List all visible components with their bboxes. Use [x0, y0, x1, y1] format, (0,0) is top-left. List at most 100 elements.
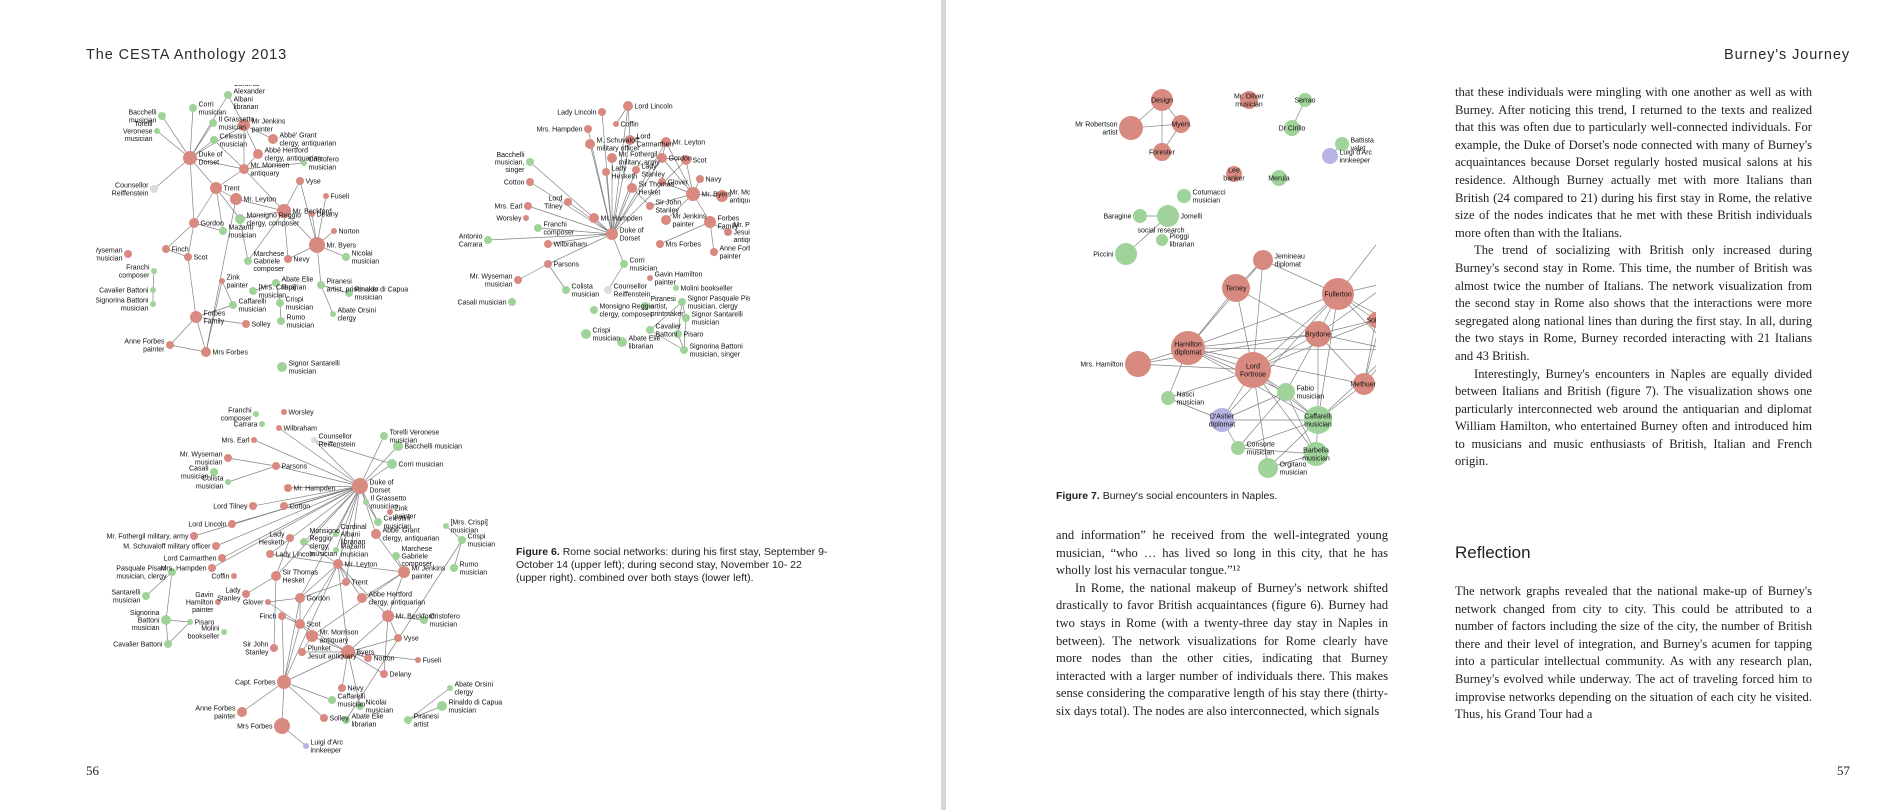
- node-delany: [380, 670, 388, 678]
- node-crispi_m: [443, 523, 449, 529]
- edge-dorset-counsellor: [153, 157, 191, 190]
- col2-paragraph-2: The trend of socializing with British on…: [1455, 243, 1812, 363]
- edge-dorset2-carrara: [487, 233, 613, 241]
- node-celestini: [374, 518, 382, 526]
- label-finch: Finch: [259, 614, 276, 621]
- label-forester: Forester: [1149, 150, 1176, 157]
- edge-trent-monsigno: [215, 187, 241, 220]
- node-fabio: [1277, 383, 1295, 401]
- node-byers2: [686, 187, 700, 201]
- node-wilbraham: [544, 240, 552, 248]
- edge-fullerton-dastier: [1221, 293, 1339, 421]
- node-vyse: [394, 634, 402, 642]
- edge-dorset2-scot2: [611, 159, 687, 235]
- label-schuvaloff: M. Schuvaloff military officer: [123, 544, 211, 551]
- node-dorset2: [606, 228, 618, 240]
- label-worsley: Worsley: [289, 410, 315, 417]
- node-marchese: [392, 552, 400, 560]
- node-consorte: [1231, 441, 1245, 455]
- edge-thomas_h-stanley_j: [273, 575, 277, 649]
- node-byers: [309, 237, 325, 253]
- edge-forbes_f-caffarelli: [195, 304, 234, 318]
- label-glover: Glover: [243, 600, 264, 607]
- edge-dorset2-bacchelli2: [529, 161, 613, 235]
- edge-layton-gordon: [299, 563, 339, 599]
- edge-byers-fuseli: [316, 195, 327, 246]
- node-solley: [1368, 312, 1376, 328]
- label-solley: Solley: [252, 322, 272, 329]
- edge-brydone-forbes: [1317, 292, 1376, 335]
- label-methuen: Methuen: [1350, 382, 1376, 389]
- edge-parsons-colista: [227, 465, 277, 483]
- node-plunket: [298, 648, 306, 656]
- node-fothergil: [607, 153, 617, 163]
- node-crispi2: [581, 329, 591, 339]
- node-fullerton: [1322, 278, 1354, 310]
- edge-dorset-torelli: [359, 435, 385, 487]
- node-hampden_m: [208, 564, 216, 572]
- label-trent: Trent: [352, 580, 368, 587]
- node-elie: [342, 716, 350, 724]
- node-caffarelli: [229, 301, 237, 309]
- label-scot: Scot: [307, 622, 321, 629]
- node-zink: [387, 509, 393, 515]
- node-lady_stanley: [632, 166, 640, 174]
- node-orsini: [447, 685, 453, 691]
- edge-trent-gordon: [193, 187, 217, 224]
- label-parsons: Parsons: [282, 464, 308, 471]
- col1-paragraph-1: and information” he received from the we…: [1056, 528, 1388, 578]
- node-anne: [166, 341, 174, 349]
- node-thomas_h: [627, 183, 637, 193]
- node-glover: [265, 599, 271, 605]
- node-lincoln: [228, 520, 236, 528]
- edge-franchi-cavalier: [152, 270, 155, 291]
- edge-forbes_f-mrsforbes: [195, 316, 207, 353]
- label-fuseli: Fuseli: [331, 194, 350, 201]
- edge-crispi-rumo: [453, 539, 463, 569]
- edge-thomas_h-lady_stanley: [245, 575, 277, 595]
- label-fothergil: Mr. Fothergil military, army: [107, 534, 189, 541]
- node-elie: [272, 279, 280, 287]
- edge-byers2-layton2: [665, 141, 694, 195]
- node-grant: [268, 134, 278, 144]
- label-scot2: Scot: [693, 158, 707, 165]
- label-gordon2: Gordon: [669, 156, 692, 163]
- node-fothergil: [190, 532, 198, 540]
- edge-dorset2-parsons: [547, 233, 613, 265]
- node-navy2: [696, 175, 704, 183]
- label-beckford: Mr. Beckford: [293, 209, 332, 216]
- label-mrsforbes: Mrs Forbes: [237, 724, 273, 731]
- edge-capt_forbes-gordon: [283, 597, 301, 683]
- node-schuvaloff: [585, 139, 595, 149]
- edge-caffarelli-consorte: [1237, 419, 1319, 449]
- node-piccini: [1115, 243, 1137, 265]
- node-crispi: [276, 299, 284, 307]
- edge-beckford-cristofero: [387, 615, 425, 621]
- label-coffin: Coffin: [211, 574, 229, 581]
- label-hampden: Mr. Hampden: [601, 216, 643, 223]
- edge-forbes_f-solley: [195, 316, 247, 325]
